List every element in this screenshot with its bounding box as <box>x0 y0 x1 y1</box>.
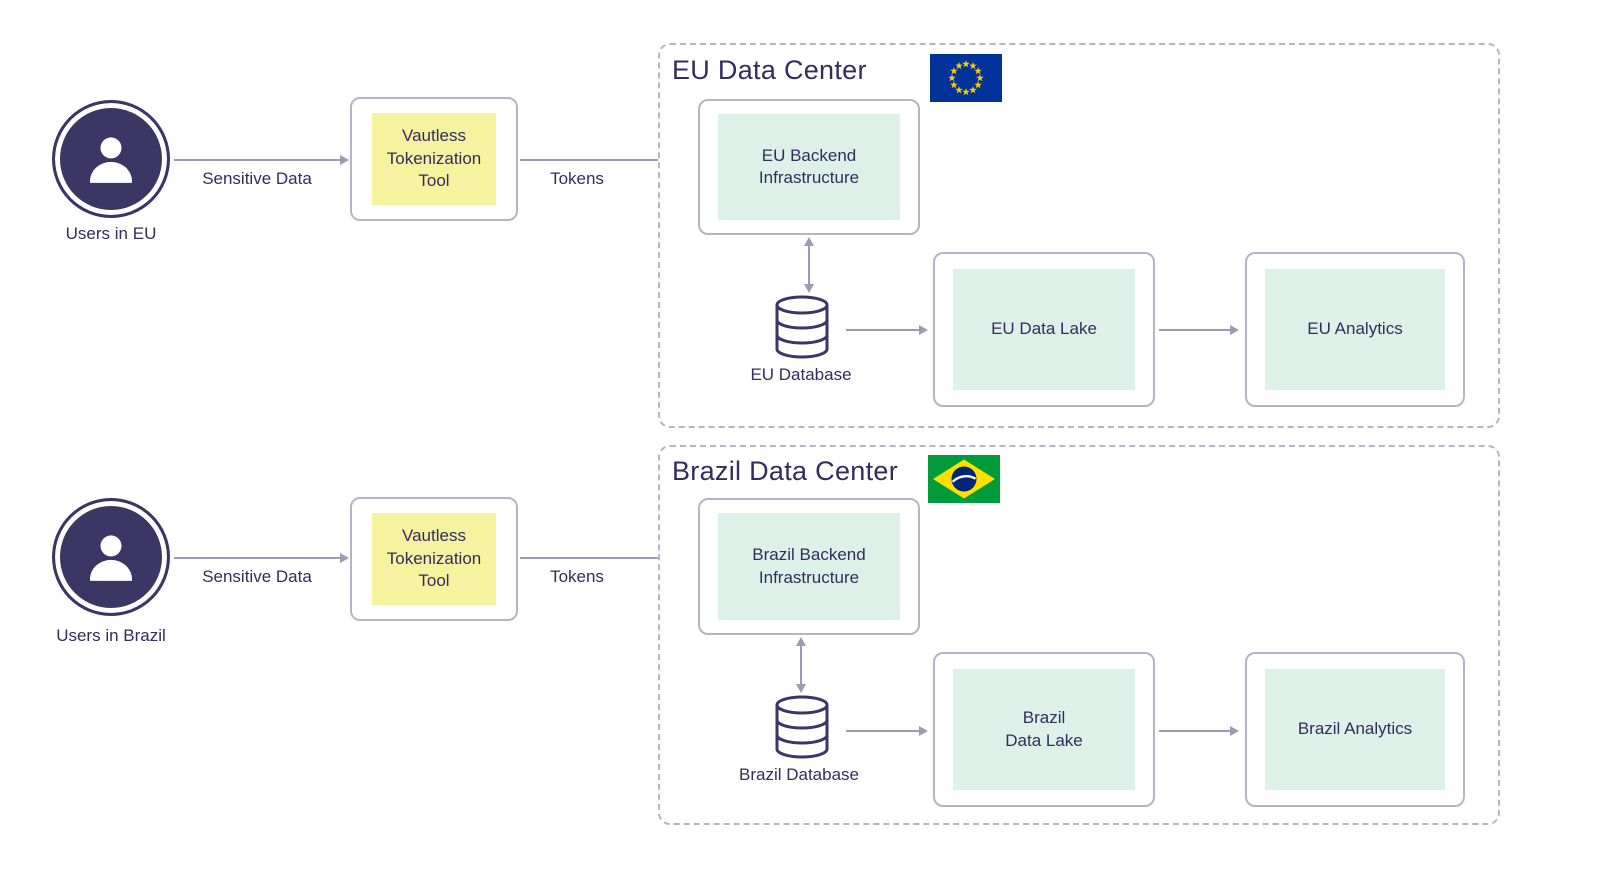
eu-tokenizer-box: Vautless Tokenization Tool <box>350 97 518 221</box>
eu-datalake-label: EU Data Lake <box>953 269 1135 390</box>
brazil-sensitive-data-label: Sensitive Data <box>202 567 312 586</box>
brazil-datalake-label: Brazil Data Lake <box>953 669 1135 790</box>
eu-database-datalake-arrow <box>846 325 928 335</box>
eu-analytics-label: EU Analytics <box>1265 269 1445 390</box>
brazil-analytics-box: Brazil Analytics <box>1245 652 1465 807</box>
eu-backend-label: EU Backend Infrastructure <box>718 114 900 220</box>
eu-flag-icon <box>930 54 1002 102</box>
brazil-user-icon <box>52 498 170 616</box>
eu-database-icon <box>775 295 829 359</box>
eu-backend-database-arrow <box>804 237 814 293</box>
brazil-analytics-label: Brazil Analytics <box>1265 669 1445 790</box>
brazil-flag-icon <box>928 455 1000 503</box>
brazil-database-label: Brazil Database <box>738 765 860 784</box>
brazil-backend-box: Brazil Backend Infrastructure <box>698 498 920 635</box>
eu-user-label: Users in EU <box>65 224 157 243</box>
brazil-backend-label: Brazil Backend Infrastructure <box>718 513 900 620</box>
eu-tokenizer-label: Vautless Tokenization Tool <box>372 113 496 205</box>
person-icon <box>90 535 132 581</box>
eu-datalake-analytics-arrow <box>1159 325 1239 335</box>
eu-datalake-box: EU Data Lake <box>933 252 1155 407</box>
eu-database-label: EU Database <box>750 365 852 384</box>
person-icon <box>90 137 132 183</box>
brazil-user-label: Users in Brazil <box>56 626 166 645</box>
eu-sensitive-data-label: Sensitive Data <box>202 169 312 188</box>
eu-analytics-box: EU Analytics <box>1245 252 1465 407</box>
brazil-datalake-box: Brazil Data Lake <box>933 652 1155 807</box>
brazil-tokens-label: Tokens <box>550 567 604 586</box>
brazil-datalake-analytics-arrow <box>1159 726 1239 736</box>
brazil-sensitive-data-arrow <box>174 553 349 563</box>
brazil-datacenter-title: Brazil Data Center <box>672 456 898 486</box>
eu-user-icon <box>52 100 170 218</box>
eu-sensitive-data-arrow <box>174 155 349 165</box>
brazil-tokenizer-box: Vautless Tokenization Tool <box>350 497 518 621</box>
eu-datacenter-title: EU Data Center <box>672 55 867 85</box>
brazil-backend-database-arrow <box>796 637 806 693</box>
eu-backend-box: EU Backend Infrastructure <box>698 99 920 235</box>
brazil-database-datalake-arrow <box>846 726 928 736</box>
brazil-database-icon <box>775 695 829 759</box>
eu-tokens-label: Tokens <box>550 169 604 188</box>
brazil-tokenizer-label: Vautless Tokenization Tool <box>372 513 496 605</box>
